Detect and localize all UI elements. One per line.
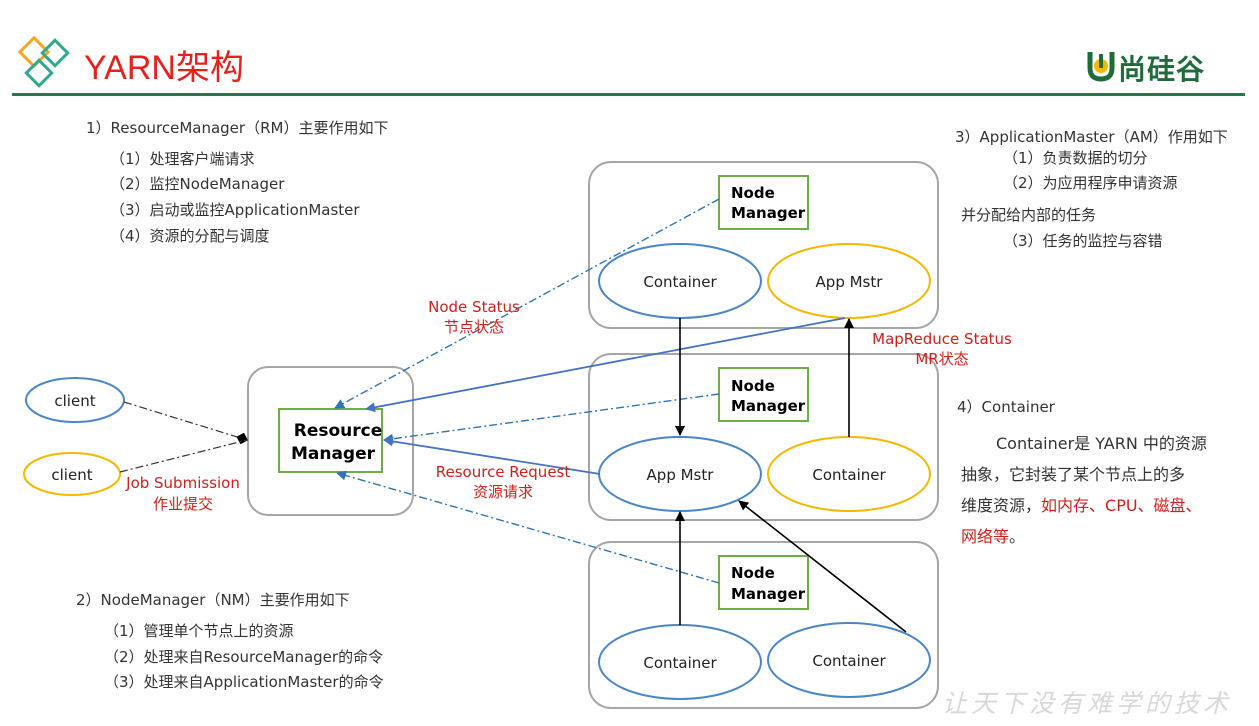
nm-box-label: Manager xyxy=(731,585,806,603)
mr-status-label: MapReduce Status xyxy=(872,330,1012,348)
container-desc-highlight: 如内存、CPU、磁盘、 xyxy=(1041,496,1202,515)
node-group-box-3 xyxy=(588,541,939,709)
job-submission-label: Job Submission xyxy=(125,474,240,492)
resource-manager-box xyxy=(278,408,383,473)
rm-item: （2）监控NodeManager xyxy=(110,175,285,193)
page-title: YARN架构 xyxy=(84,49,244,87)
rm-box-label: Manager xyxy=(291,444,376,464)
node-status-edge xyxy=(336,470,720,584)
rm-item: （3）启动或监控ApplicationMaster xyxy=(110,201,360,219)
container-node xyxy=(767,622,931,698)
am-item: （3）任务的监控与容错 xyxy=(1003,232,1163,250)
node-status-edge xyxy=(383,393,720,444)
rm-heading: 1）ResourceManager（RM）主要作用如下 xyxy=(86,119,389,137)
container-to-am-edge xyxy=(738,500,907,633)
client-node-2 xyxy=(23,452,121,496)
node-manager-box-2 xyxy=(718,367,809,422)
diamond-logo-icon xyxy=(17,36,70,88)
resource-request-edge xyxy=(383,436,601,475)
am-item: （1）负责数据的切分 xyxy=(1003,149,1148,167)
mr-status-label: MR状态 xyxy=(915,350,968,368)
node-status-label: Node Status xyxy=(428,298,520,316)
container-heading: 4）Container xyxy=(957,398,1055,416)
nm-box-label: Node xyxy=(731,377,775,395)
brand-logo-icon xyxy=(1087,52,1115,82)
brand-logo-text: 尚硅谷 xyxy=(1118,53,1206,86)
nm-box-label: Node xyxy=(731,564,775,582)
app-mstr-label: App Mstr xyxy=(647,466,715,484)
app-mstr-label: App Mstr xyxy=(816,273,884,291)
container-label: Container xyxy=(812,652,886,670)
client-to-rm-edge xyxy=(119,439,248,473)
container-desc-line: 维度资源，如内存、CPU、磁盘、 xyxy=(961,492,1202,516)
container-desc-highlight: 网络等 xyxy=(961,527,1010,546)
resource-request-label: 资源请求 xyxy=(473,483,533,501)
container-desc-text: 维度资源， xyxy=(961,496,1042,515)
rm-group-box xyxy=(247,366,414,516)
header-divider xyxy=(12,93,1245,96)
container-label: Container xyxy=(643,654,717,672)
resource-request-label: Resource Request xyxy=(436,463,571,481)
nm-heading: 2）NodeManager（NM）主要作用如下 xyxy=(76,591,350,609)
am-item: （2）为应用程序申请资源 xyxy=(1003,174,1178,192)
client-node-1 xyxy=(25,377,125,423)
node-group-box-1 xyxy=(588,161,939,329)
nm-box-label: Manager xyxy=(731,397,806,415)
rm-box-label: Resource xyxy=(294,421,383,441)
am-item: 并分配给内部的任务 xyxy=(961,206,1097,224)
nm-box-label: Manager xyxy=(731,204,806,222)
node-manager-box-3 xyxy=(718,555,809,610)
watermark-text: 让天下没有难学的技术 xyxy=(942,689,1233,718)
am-heading: 3）ApplicationMaster（AM）作用如下 xyxy=(955,128,1228,146)
container-desc-line: 网络等。 xyxy=(961,523,1025,547)
container-label: Container xyxy=(643,273,717,291)
mr-status-edge xyxy=(365,317,846,413)
node-manager-box-1 xyxy=(718,175,809,230)
container-desc-line: 抽象，它封装了某个节点上的多 xyxy=(961,465,1186,484)
job-submission-label: 作业提交 xyxy=(153,495,213,513)
container-desc-text: 。 xyxy=(1009,527,1026,546)
client-label: client xyxy=(54,392,95,410)
nm-item: （3）处理来自ApplicationMaster的命令 xyxy=(104,673,384,691)
client-label: client xyxy=(51,466,92,484)
rm-item: （1）处理客户端请求 xyxy=(110,150,255,168)
container-desc-line: Container是 YARN 中的资源 xyxy=(996,434,1207,453)
rm-item: （4）资源的分配与调度 xyxy=(110,227,270,245)
node-status-label: 节点状态 xyxy=(444,318,504,336)
client-to-rm-edge xyxy=(123,401,248,445)
nm-box-label: Node xyxy=(731,184,775,202)
container-label: Container xyxy=(812,466,886,484)
node-status-edge xyxy=(334,198,720,409)
nm-item: （2）处理来自ResourceManager的命令 xyxy=(104,648,384,666)
nm-item: （1）管理单个节点上的资源 xyxy=(104,622,294,640)
